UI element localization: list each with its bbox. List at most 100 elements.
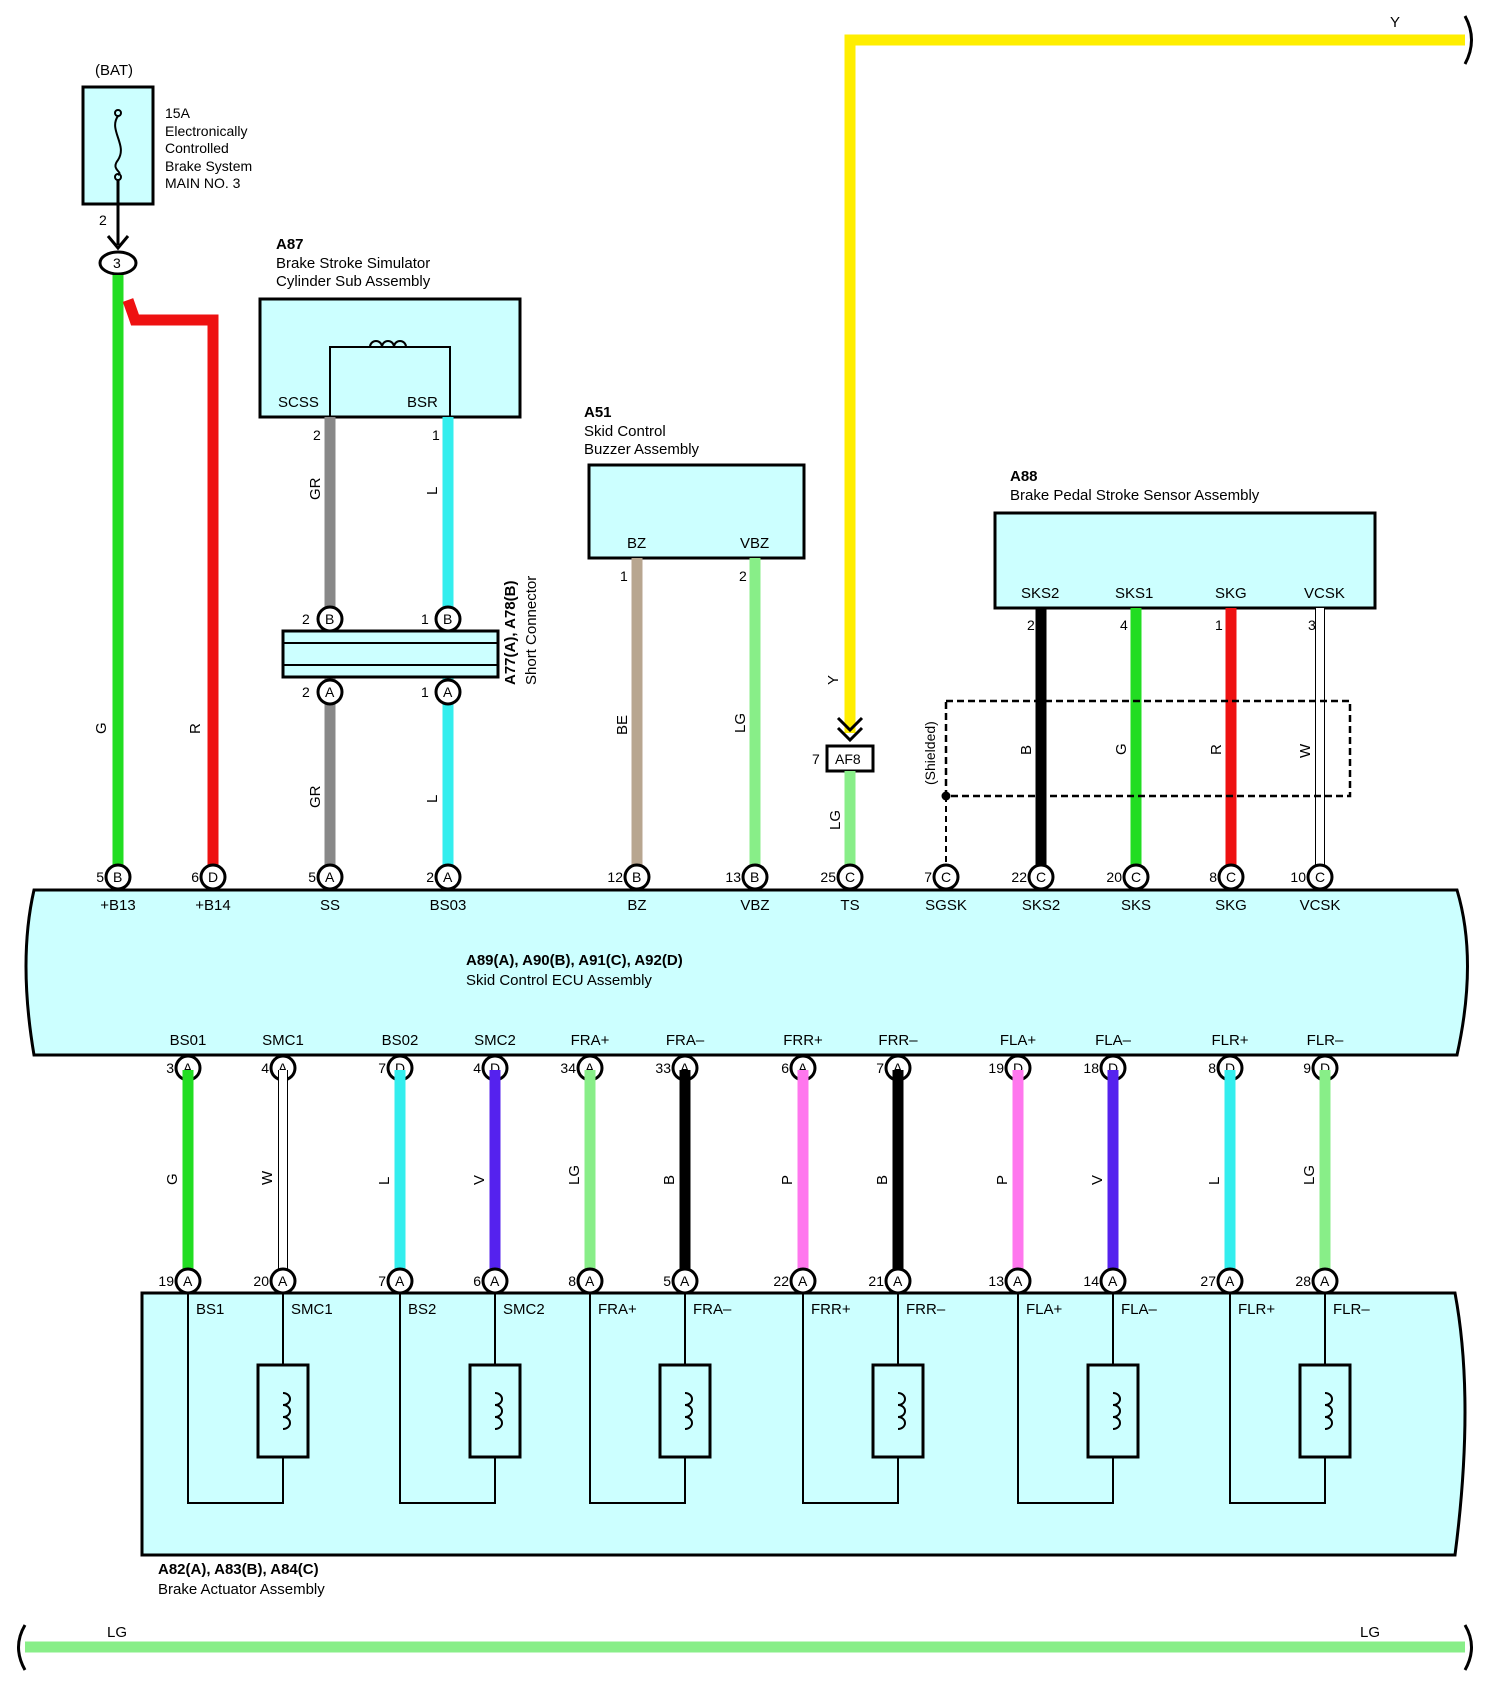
ecu-top-terminals: B5+B13D6+B14A5SSA2BS03B12BZB13VBZC25TSC7… (96, 863, 1341, 914)
svg-text:7: 7 (924, 869, 932, 885)
wire-r-label: R (187, 723, 204, 734)
svg-text:B: B (1018, 745, 1035, 755)
a87-name-line-1: Brake Stroke Simulator (276, 255, 430, 272)
svg-text:C: C (1036, 869, 1046, 885)
ecu-top-term-label: +B13 (100, 897, 135, 914)
wire-gr-label-1: GR (307, 477, 324, 500)
svg-text:5: 5 (663, 1273, 671, 1289)
solenoid-5 (1017, 1293, 1140, 1504)
svg-text:A: A (325, 684, 335, 700)
wire-lower-label: W (259, 1170, 276, 1185)
svg-text:20: 20 (253, 1273, 269, 1289)
connector-arrow-icon (106, 235, 130, 251)
a51-component: A51 Skid Control Buzzer Assembly BZ VBZ … (584, 404, 806, 584)
ecu-top-pin-12: C10 (1290, 863, 1334, 891)
coil-icon (684, 1392, 693, 1430)
svg-text:2: 2 (426, 869, 434, 885)
svg-text:A: A (443, 869, 453, 885)
svg-text:22: 22 (773, 1273, 789, 1289)
actuator-term-label: FLR+ (1238, 1301, 1275, 1318)
svg-text:C: C (845, 869, 855, 885)
svg-text:5: 5 (308, 869, 316, 885)
ecu-bottom-pin-6: A33 (655, 1054, 699, 1082)
ecu-bottom-term-label: FLR– (1307, 1032, 1344, 1049)
actuator-term-label: BS1 (196, 1301, 224, 1318)
actuator-term-label: FLA– (1121, 1301, 1158, 1318)
svg-text:A: A (585, 1060, 595, 1076)
wire-be-label: BE (614, 715, 631, 735)
fuse-name-line-1: Electronically (165, 123, 247, 139)
a51-pin-1: 1 (620, 568, 628, 584)
a87-term-scss: SCSS (278, 394, 319, 411)
lg-wire-right-label: LG (1360, 1624, 1380, 1641)
svg-text:C: C (1315, 869, 1325, 885)
ecu-top-term-label: TS (840, 897, 859, 914)
svg-text:A: A (183, 1060, 193, 1076)
a87-term-bsr: BSR (407, 394, 438, 411)
svg-text:3: 3 (166, 1060, 174, 1076)
svg-text:D: D (208, 869, 218, 885)
a88-name: Brake Pedal Stroke Sensor Assembly (1010, 487, 1260, 504)
ecu-top-term-label: SGSK (925, 897, 967, 914)
ecu-bottom-terminals: BS01A3SMC1A4BS02D7SMC2D4FRA+A34FRA–A33FR… (166, 1032, 1344, 1082)
a87-code: A87 (276, 236, 304, 253)
svg-text:A: A (325, 869, 335, 885)
actuator-term-label: FRA+ (598, 1301, 637, 1318)
svg-text:A: A (443, 684, 453, 700)
ecu-top-pin-6: B13 (725, 863, 769, 891)
ecu-top-pin-5: B12 (607, 863, 651, 891)
svg-text:D: D (1225, 1060, 1235, 1076)
svg-text:A: A (893, 1060, 903, 1076)
wire-lg-label: LG (732, 713, 749, 733)
ecu-bottom-term-label: FLA+ (1000, 1032, 1037, 1049)
actuator-pin-2: A 20 (253, 1267, 297, 1295)
svg-text:D: D (1013, 1060, 1023, 1076)
ecu-bottom-term-label: FLA– (1095, 1032, 1132, 1049)
actuator-term-label: BS2 (408, 1301, 436, 1318)
wire-g-label: G (93, 722, 110, 734)
actuator-assembly: A19BS1A20SMC1A7BS2A6SMC2A8FRA+A5FRA–A22F… (140, 1267, 1467, 1598)
a88-code: A88 (1010, 468, 1038, 485)
ecu-bottom-term-label: FRA– (666, 1032, 705, 1049)
actuator-pin-12: A28 (1295, 1267, 1339, 1295)
svg-text:A: A (278, 1273, 288, 1289)
actuator-pin-5: A8 (568, 1267, 604, 1295)
svg-text:A: A (490, 1273, 500, 1289)
wire-lower-label: L (376, 1177, 393, 1185)
ecu-top-term-label: SKS (1121, 897, 1151, 914)
af8-label: AF8 (835, 751, 861, 767)
wire-lower-label: L (1206, 1177, 1223, 1185)
svg-text:C: C (1131, 869, 1141, 885)
wire-lower-label: LG (1301, 1165, 1318, 1185)
short-bottom-pin-2: 1 (421, 684, 429, 700)
ecu-top-term-label: BS03 (430, 897, 467, 914)
ecu-assembly: A89(A), A90(B), A91(C), A92(D) Skid Cont… (24, 863, 1469, 1082)
wire-lower-label: P (779, 1175, 796, 1185)
wire-lower-label: LG (566, 1165, 583, 1185)
lg-wire-left-label: LG (107, 1624, 127, 1641)
fuse-name-line-3: Brake System (165, 158, 252, 174)
coil-icon (369, 340, 407, 348)
actuator-coils (187, 1293, 1352, 1504)
short-top-pin-2: 1 (421, 611, 429, 627)
svg-text:A: A (183, 1273, 193, 1289)
ecu-top-pin-2: D6 (191, 863, 227, 891)
svg-text:A: A (1013, 1273, 1023, 1289)
actuator-pin-9: A13 (988, 1267, 1032, 1295)
ecu-top-term-label: SKG (1215, 897, 1247, 914)
svg-text:A: A (680, 1060, 690, 1076)
actuator-pin-7: A22 (773, 1267, 817, 1295)
ecu-top-pin-11: C8 (1209, 863, 1245, 891)
svg-text:A: A (278, 1060, 288, 1076)
actuator-term-label: SMC2 (503, 1301, 545, 1318)
ecu-top-term-label: VCSK (1300, 897, 1341, 914)
svg-text:A: A (1320, 1273, 1330, 1289)
shield: (Shielded) (922, 699, 1352, 867)
svg-text:A: A (893, 1273, 903, 1289)
solenoid-1 (187, 1293, 310, 1504)
short-connector-code: A77(A), A78(B) (502, 581, 519, 685)
a51-name-line-1: Skid Control (584, 423, 666, 440)
actuator-pin-3: A7 (378, 1267, 414, 1295)
a51-term-bz: BZ (627, 535, 646, 552)
